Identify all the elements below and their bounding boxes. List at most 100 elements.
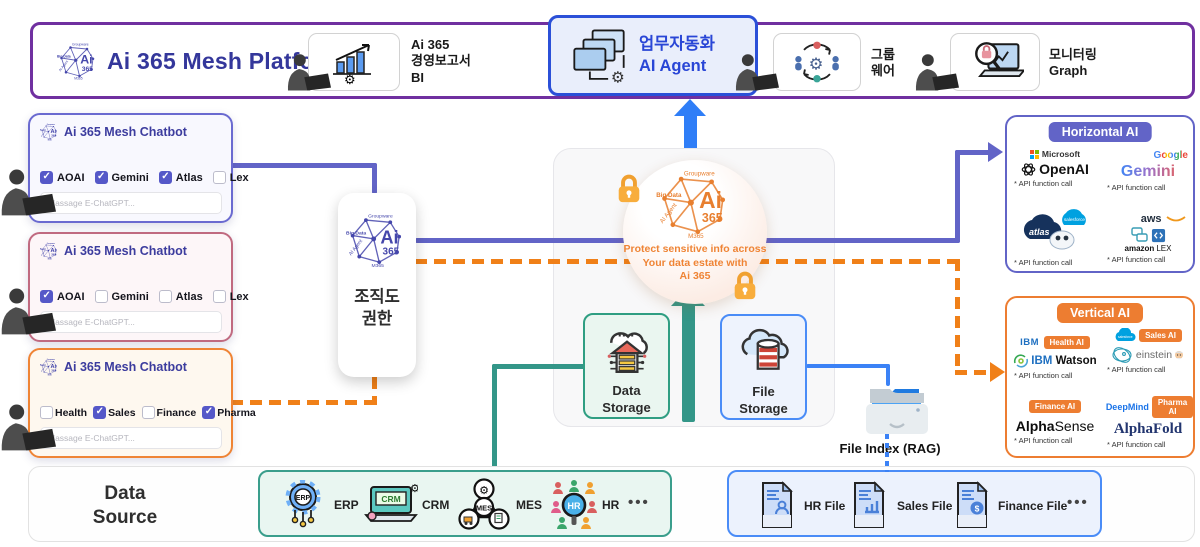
checkbox-lex[interactable] <box>212 171 226 184</box>
checkbox-aoai[interactable] <box>40 290 53 303</box>
lock-icon <box>616 174 642 204</box>
svg-text:atlas: atlas <box>1029 227 1050 237</box>
checkbox-finance[interactable] <box>141 406 155 419</box>
bi-report-icon-box: ⚙ <box>308 33 400 91</box>
arrow-data-to-circle-shaft <box>682 304 695 422</box>
svg-text:⚙: ⚙ <box>809 54 824 73</box>
connector-vertical-ai-stub <box>955 370 993 375</box>
horizontal-ai-badge: Horizontal AI <box>1048 122 1152 142</box>
ibm-logo: IBM <box>1020 337 1040 348</box>
hr-file-label: HR File <box>804 499 846 513</box>
aws-logo: aws <box>1140 213 1162 225</box>
amazon-logo: amazon <box>1124 244 1155 253</box>
checkbox-atlas[interactable] <box>158 290 172 303</box>
checkbox-label: Lex <box>229 171 249 184</box>
svg-text:⚙: ⚙ <box>479 485 489 497</box>
hr-label: HR <box>602 498 620 512</box>
gemini-logo: Gemini <box>1120 163 1176 180</box>
chatbot-card-1-title: Ai 365 Mesh Chatbot <box>40 123 187 141</box>
chatbot-card-2: Ai 365 Mesh Chatbot AOAI Gemini Atlas Le… <box>28 232 249 342</box>
hr-file-icon <box>762 481 793 528</box>
aws-smile-icon <box>1166 216 1186 222</box>
checkbox-atlas[interactable] <box>158 171 172 184</box>
provider-einstein: salesforce Sales AI einstein * API funct… <box>1104 328 1192 374</box>
org-permission-box: 조직도 권한 <box>338 193 416 377</box>
model-checkbox-row: AOAI Gemini Atlas Lex <box>40 290 249 303</box>
data-storage-box: Data Storage <box>583 313 670 419</box>
svg-text:salesforce: salesforce <box>1118 335 1133 339</box>
checkbox-sales[interactable] <box>93 406 107 419</box>
protect-text: Protect sensitive info across Your data … <box>623 243 767 283</box>
connector-filestorage-fileindex <box>806 364 890 368</box>
provider-alphasense: Finance AI AlphaSense * API function cal… <box>1014 400 1095 445</box>
chat-input[interactable] <box>40 192 222 214</box>
monitoring-lock-icon <box>975 42 1024 77</box>
svg-text:⚙: ⚙ <box>410 483 418 495</box>
checkbox-label: Atlas <box>175 290 203 303</box>
lex-logo: LEX <box>1156 244 1172 253</box>
chat-input[interactable] <box>40 311 222 333</box>
file-storage-box: File Storage <box>720 314 807 420</box>
crm-label: CRM <box>422 498 450 512</box>
hr-icon: HR <box>551 480 597 529</box>
checkbox-pharma[interactable] <box>202 406 216 419</box>
einstein-scribble-icon <box>1112 347 1132 363</box>
checkbox-gemini[interactable] <box>94 171 108 184</box>
erp-icon: ERP <box>285 480 321 528</box>
checkbox-label: AOAI <box>57 290 85 303</box>
svg-text:$: $ <box>975 504 980 514</box>
finance-ai-badge: Finance AI <box>1028 400 1082 413</box>
mes-label: MES <box>516 498 543 512</box>
checkbox-label: Gemini <box>111 171 149 184</box>
chatbot-card-3: Ai 365 Mesh Chatbot Health Sales Finance… <box>28 348 256 458</box>
model-checkbox-row: AOAI Gemini Atlas Lex <box>40 171 249 184</box>
platform-bar: Ai 365 Mesh Platform ⚙ Ai 365 경영보고서 BI ⚙ <box>30 15 1195 99</box>
provider-openai: Microsoft OpenAI * API function call <box>1014 149 1089 188</box>
provider-alphafold: DeepMind Pharma AI AlphaFold * API funct… <box>1104 396 1194 449</box>
finance-file-label: Finance File <box>998 499 1068 513</box>
connector-chatbot3-org-riser <box>372 377 377 405</box>
person-laptop-icon <box>287 54 331 91</box>
provider-gemini: Google Gemini * API function call <box>1107 150 1188 192</box>
checkbox-label: Sales <box>108 406 136 419</box>
google-logo: Google <box>1153 150 1188 161</box>
checkbox-label: Health <box>55 406 88 419</box>
ai365-mesh-logo-icon <box>40 358 58 376</box>
svg-text:salesforce: salesforce <box>1064 217 1085 222</box>
ai-agent-item[interactable]: ⚙ 업무자동화 AI Agent <box>548 15 758 96</box>
deepmind-logo: DeepMind <box>1105 402 1149 412</box>
connector-chatbot1-org-drop <box>372 163 377 194</box>
chat-input[interactable] <box>40 427 222 449</box>
arrow-to-agent-shaft <box>684 114 697 148</box>
connector-fileindex-files-dotted <box>885 434 889 472</box>
provider-ibm-watson: IBM Health AI IBM Watson * API function … <box>1014 336 1097 380</box>
connector-chatbot1-org <box>231 163 377 168</box>
finance-file-icon: $ <box>957 481 988 528</box>
erp-label: ERP <box>334 498 359 512</box>
ai365-mesh-logo-icon <box>40 242 58 260</box>
lex-cube-icon <box>1151 228 1165 242</box>
person-laptop-icon <box>735 54 779 91</box>
checkbox-label: Pharma <box>217 406 256 419</box>
arrowhead-vertical-ai <box>990 362 1005 382</box>
groupware-icon-box: ⚙ <box>773 33 861 91</box>
checkbox-lex[interactable] <box>212 290 226 303</box>
chatbot-card-2-title: Ai 365 Mesh Chatbot <box>40 242 187 260</box>
ai-agent-label: 업무자동화 AI Agent <box>639 35 715 75</box>
checkbox-gemini[interactable] <box>94 290 108 303</box>
monitoring-icon-box <box>950 33 1040 91</box>
svg-text:HR: HR <box>568 501 581 511</box>
checkbox-label: Finance <box>156 406 197 419</box>
checkbox-label: Gemini <box>111 290 149 303</box>
checkbox-aoai[interactable] <box>40 171 53 184</box>
ai365-protection-circle: Protect sensitive info across Your data … <box>623 160 767 304</box>
atlas-salesforce-icon: atlas salesforce <box>1023 209 1086 250</box>
person-laptop-icon <box>1 288 56 335</box>
sales-file-icon <box>854 481 885 528</box>
checkbox-health[interactable] <box>40 406 53 419</box>
svg-text:CRM: CRM <box>381 494 400 504</box>
chatbot-card-1: Ai 365 Mesh Chatbot AOAI Gemini Atlas Le… <box>28 113 249 223</box>
connector-horizontal-ai-stub <box>955 150 990 155</box>
pharma-ai-badge: Pharma AI <box>1151 396 1194 418</box>
